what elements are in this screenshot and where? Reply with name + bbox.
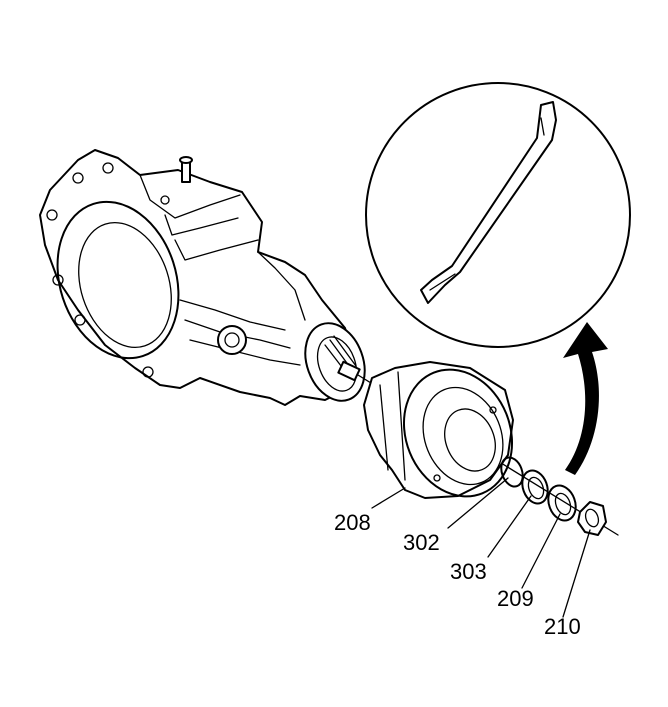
- part-208-shield: [363, 361, 514, 499]
- callout-labels: 208 302 303 209 210: [334, 510, 581, 639]
- part-210-nut: [577, 501, 607, 536]
- transfer-case-housing: [39, 149, 366, 406]
- callout-209: 209: [497, 586, 534, 611]
- callout-208: 208: [334, 510, 371, 535]
- detail-inset: [365, 82, 631, 348]
- detail-seal-clip: [420, 101, 557, 304]
- callout-210: 210: [544, 614, 581, 639]
- leader-lines: [371, 477, 591, 618]
- part-302-snap-ring: [500, 456, 524, 488]
- callout-303: 303: [450, 559, 487, 584]
- detail-arrow: [563, 322, 608, 475]
- callout-302: 302: [403, 530, 440, 555]
- part-209-washer: [547, 484, 577, 522]
- part-303-retaining-ring: [521, 469, 549, 505]
